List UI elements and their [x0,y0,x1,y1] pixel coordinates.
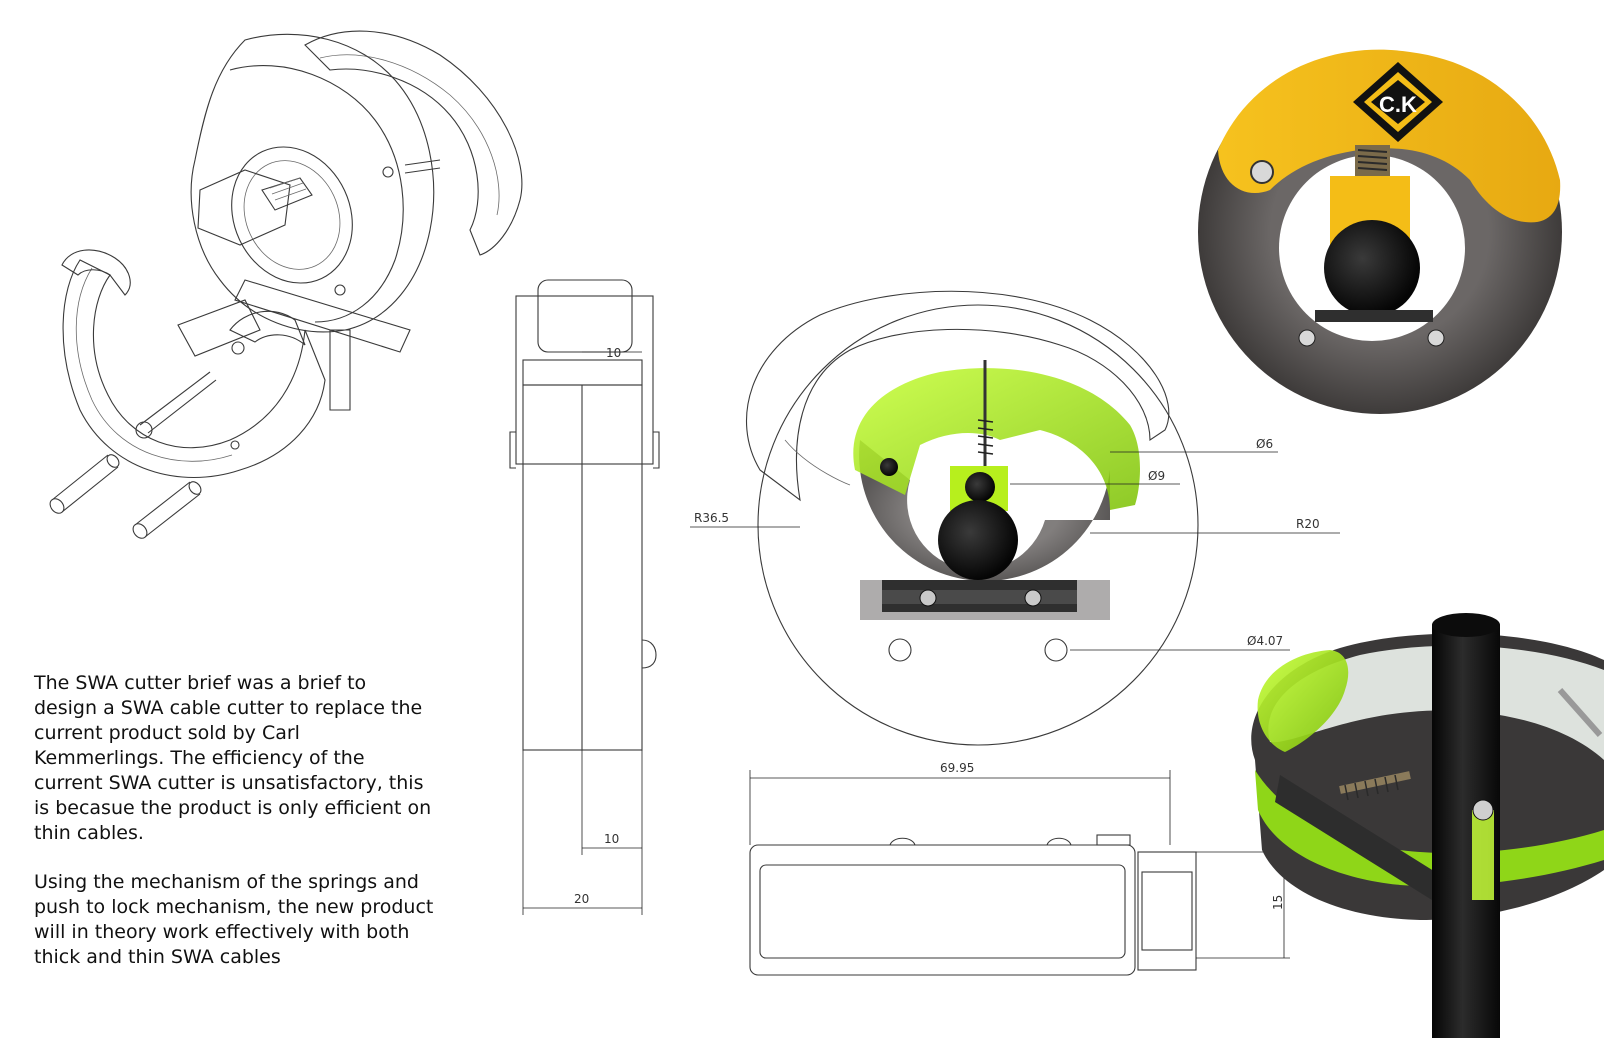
project-description: The SWA cutter brief was a brief to desi… [34,671,434,994]
front-elevation-drawing [690,290,1340,976]
dim-side-top-width: 10 [606,346,621,360]
dim-bottom-length: 69.95 [940,761,974,775]
perspective-render [1251,613,1604,1038]
dim-hole-diameter: Ø4.07 [1247,634,1283,648]
ck-logo-text: C.K [1379,92,1417,117]
ck-product-render [1198,49,1562,414]
dim-side-overall-width: 20 [574,892,589,906]
dim-outer-radius: R36.5 [694,511,729,525]
side-elevation-drawing [509,279,660,915]
description-paragraph-1: The SWA cutter brief was a brief to desi… [34,672,432,844]
dim-bottom-height: 15 [1271,895,1285,910]
dim-screw-diameter: Ø9 [1148,469,1165,483]
exploded-view-drawing [49,30,523,539]
dim-pin-diameter: Ø6 [1256,437,1273,451]
dim-inner-radius: R20 [1296,517,1320,531]
description-paragraph-2: Using the mechanism of the springs and p… [34,871,434,968]
dim-side-bottom-width: 10 [604,832,619,846]
